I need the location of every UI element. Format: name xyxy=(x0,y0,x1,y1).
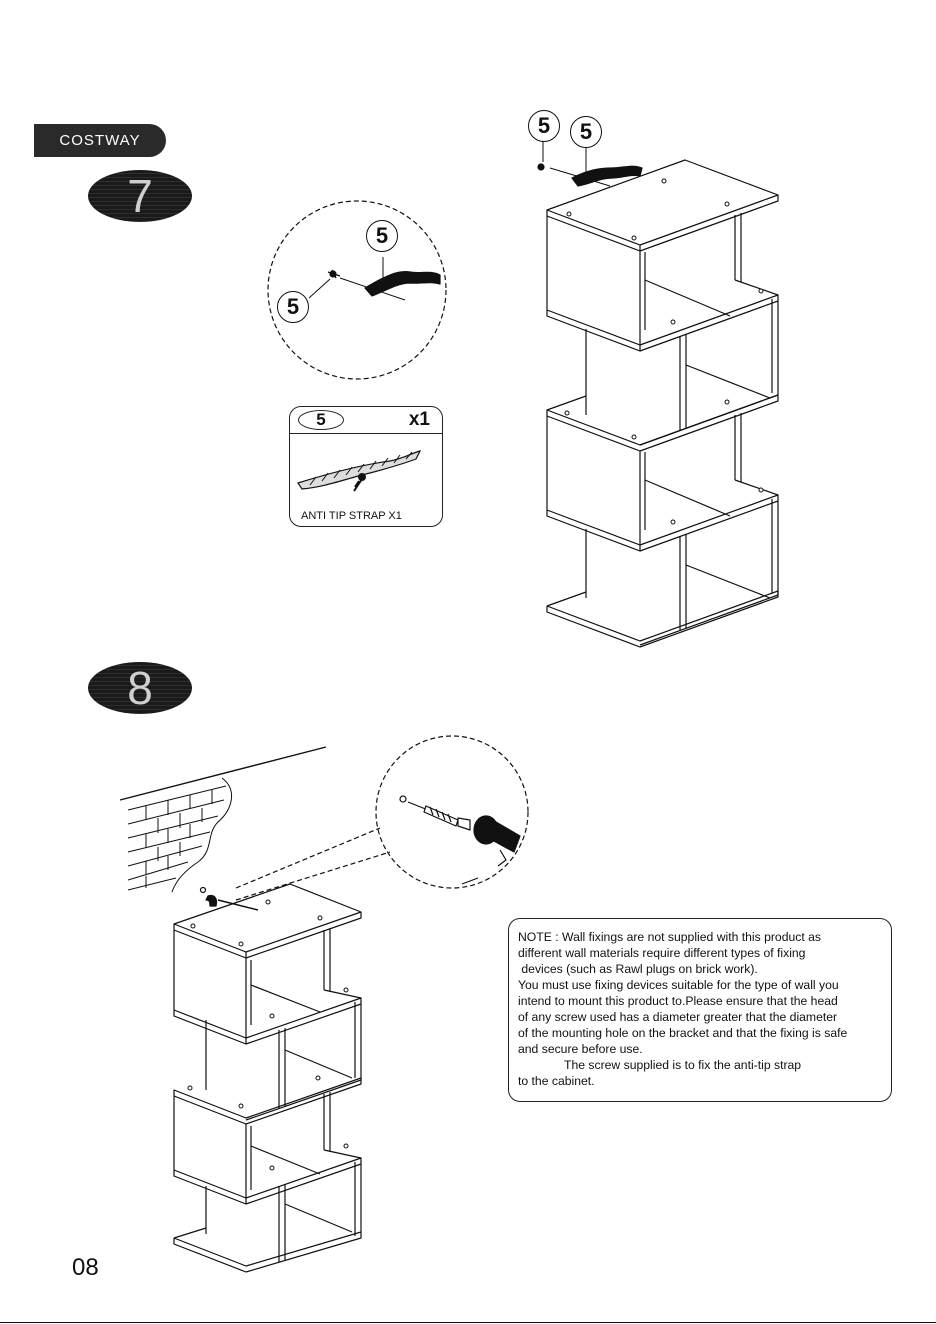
shelf-unit-step7 xyxy=(537,140,779,648)
note-line: devices (such as Rawl plugs on brick wor… xyxy=(518,962,758,976)
step-7-badge: 7 xyxy=(88,170,192,222)
callout-label: 5 xyxy=(286,294,300,319)
callout-part-5-strap-detail: 5 xyxy=(366,220,398,252)
shelf-unit-step8 xyxy=(173,883,362,1273)
part-label: ANTI TIP STRAP X1 xyxy=(301,510,402,522)
callout-label: 5 xyxy=(579,119,593,144)
note-line: to the cabinet. xyxy=(518,1074,595,1088)
page-number: 08 xyxy=(72,1254,99,1281)
callout-label: 5 xyxy=(375,223,389,248)
note-line: and secure before use. xyxy=(518,1042,643,1056)
note-line: of any screw used has a diameter greater… xyxy=(518,1010,838,1024)
step-8-number: 8 xyxy=(127,662,153,714)
part-quantity: x1 xyxy=(408,409,430,430)
note-line: NOTE : Wall fixings are not supplied wit… xyxy=(518,930,822,944)
brand-logo: COSTWAY xyxy=(34,124,166,157)
anti-tip-strap-icon xyxy=(297,450,422,492)
callout-part-5-screw: 5 xyxy=(528,110,560,142)
footer-divider xyxy=(0,1322,936,1323)
note-line: different wall materials require differe… xyxy=(518,946,806,960)
note-line: intend to mount this product to.Please e… xyxy=(518,994,838,1008)
part-box-header: 5 x1 xyxy=(290,407,442,434)
callout-part-5-strap: 5 xyxy=(570,116,602,148)
brand-name: COSTWAY xyxy=(59,132,141,149)
anti-tip-strap-part-box: 5 x1 ANTI TIP STRAP X1 xyxy=(289,406,443,527)
note-line: The screw supplied is to fix the anti-ti… xyxy=(564,1058,802,1072)
step-8-badge: 8 xyxy=(88,662,192,714)
step-7-number: 7 xyxy=(127,170,153,222)
note-line: of the mounting hole on the bracket and … xyxy=(518,1026,848,1040)
strap-detail-circle xyxy=(267,200,447,380)
wall-screw-detail xyxy=(235,735,529,901)
brick-wall xyxy=(119,746,327,893)
callout-part-5-screw-detail: 5 xyxy=(277,291,309,323)
wall-fixing-note: NOTE : Wall fixings are not supplied wit… xyxy=(508,918,892,1102)
part-number: 5 xyxy=(298,410,344,430)
callout-label: 5 xyxy=(537,113,551,138)
note-line: You must use fixing devices suitable for… xyxy=(518,978,839,992)
